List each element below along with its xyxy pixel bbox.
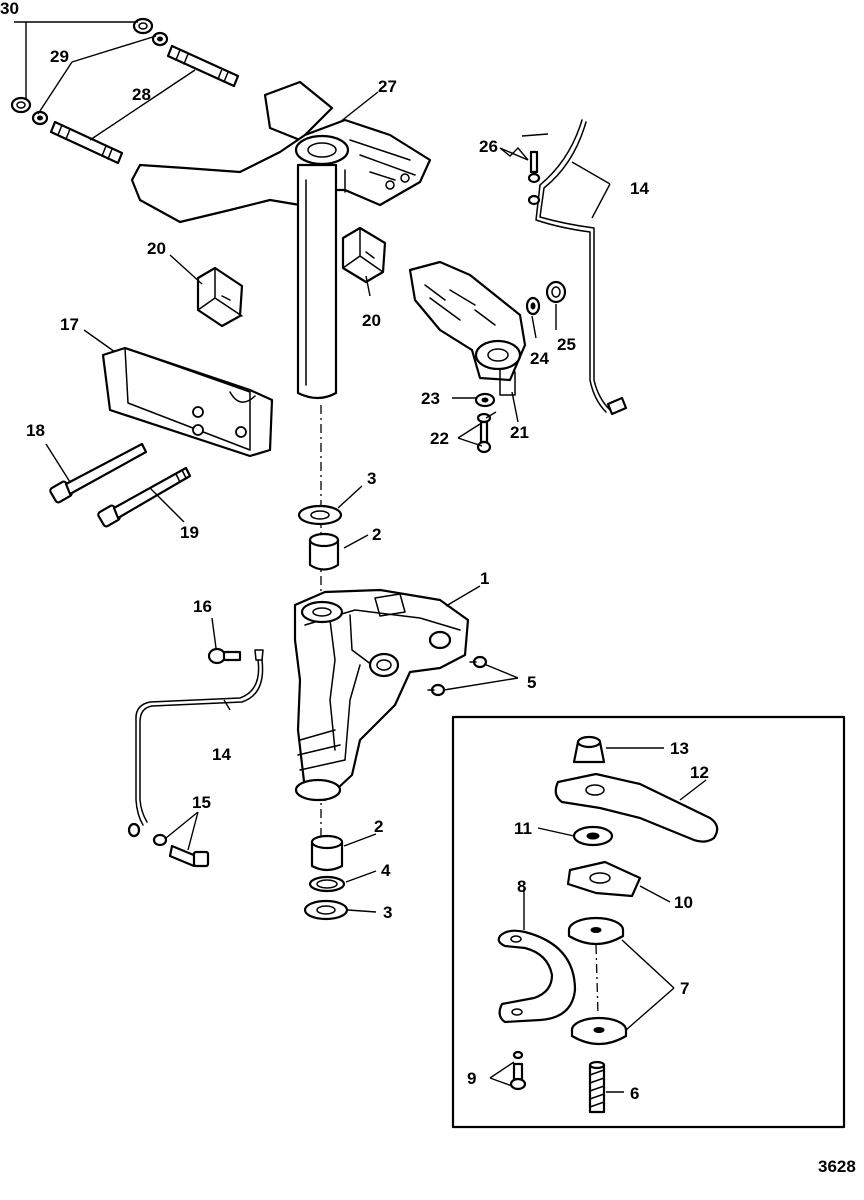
friction-pad-7-lower bbox=[570, 1016, 628, 1046]
callout-8: 8 bbox=[517, 877, 526, 896]
callout-10: 10 bbox=[674, 893, 693, 912]
friction-assembly-panel bbox=[451, 715, 846, 1129]
callout-17: 17 bbox=[60, 315, 79, 334]
screw-15 bbox=[127, 822, 210, 868]
pad-20-right bbox=[341, 226, 387, 284]
wave-washer-4 bbox=[308, 875, 346, 893]
friction-plate-10 bbox=[566, 860, 642, 898]
screw-5-lower bbox=[427, 683, 446, 697]
steering-tube bbox=[296, 163, 338, 400]
callout-5: 5 bbox=[527, 673, 536, 692]
callout-9: 9 bbox=[467, 1069, 476, 1088]
washer-11 bbox=[572, 825, 614, 847]
bolt-18 bbox=[49, 442, 148, 504]
callout-21: 21 bbox=[510, 423, 529, 442]
clamp-bracket-17 bbox=[101, 346, 274, 458]
callout-3-lower: 3 bbox=[383, 903, 392, 922]
callout-4: 4 bbox=[381, 861, 391, 880]
callout-25: 25 bbox=[557, 335, 576, 354]
callout-20-right: 20 bbox=[362, 311, 381, 330]
leader-lines bbox=[14, 21, 707, 1093]
screw-16 bbox=[207, 647, 242, 665]
callout-27: 27 bbox=[378, 77, 397, 96]
bushing-2-lower bbox=[310, 834, 344, 872]
nut-30-upper bbox=[132, 17, 154, 35]
ground-wire-14-right bbox=[535, 119, 628, 416]
callout-14-right: 14 bbox=[630, 179, 649, 198]
callout-19: 19 bbox=[180, 523, 199, 542]
washer-3-lower bbox=[303, 899, 349, 921]
screw-26 bbox=[527, 150, 541, 206]
clamp-8 bbox=[497, 929, 577, 1024]
callout-29: 29 bbox=[50, 47, 69, 66]
washer-29-lower bbox=[31, 110, 49, 126]
stud-28-lower bbox=[49, 120, 124, 165]
callout-22: 22 bbox=[430, 429, 449, 448]
washer-3-upper bbox=[297, 504, 343, 526]
callout-15: 15 bbox=[192, 793, 211, 812]
callout-24: 24 bbox=[530, 349, 549, 368]
callout-2-lower: 2 bbox=[374, 817, 383, 836]
bracket-21 bbox=[408, 260, 527, 396]
bushing-2-upper bbox=[308, 532, 340, 571]
nut-13 bbox=[572, 735, 606, 764]
callout-28: 28 bbox=[132, 85, 151, 104]
pad-axis bbox=[595, 944, 599, 1016]
callout-7: 7 bbox=[680, 979, 689, 998]
callout-3-upper: 3 bbox=[367, 469, 376, 488]
nut-30-lower bbox=[10, 96, 32, 114]
callout-30: 30 bbox=[0, 0, 19, 18]
callout-13: 13 bbox=[670, 739, 689, 758]
callout-11: 11 bbox=[514, 819, 532, 838]
ground-wire-14-left bbox=[135, 649, 264, 826]
washer-23 bbox=[474, 392, 496, 408]
washer-24 bbox=[525, 296, 541, 316]
screw-6 bbox=[588, 1060, 606, 1114]
screw-5-upper bbox=[469, 655, 488, 669]
callout-labels: 30 29 28 27 26 14 20 20 17 24 25 23 21 2… bbox=[0, 0, 709, 1103]
steering-arm-27 bbox=[130, 80, 432, 224]
figure-number: 3628 bbox=[818, 1157, 856, 1176]
callout-1: 1 bbox=[480, 569, 489, 588]
friction-lever-12 bbox=[554, 772, 719, 843]
callout-16: 16 bbox=[193, 597, 212, 616]
screw-22 bbox=[476, 412, 492, 454]
stud-28-upper bbox=[166, 44, 240, 88]
callout-2-upper: 2 bbox=[372, 525, 381, 544]
callout-12: 12 bbox=[690, 763, 709, 782]
callout-6: 6 bbox=[630, 1084, 639, 1103]
friction-pad-7-upper bbox=[567, 916, 625, 946]
callout-18: 18 bbox=[26, 421, 45, 440]
pad-20-left bbox=[196, 266, 244, 328]
nut-25 bbox=[545, 280, 567, 304]
bolt-19 bbox=[97, 466, 192, 528]
screw-9 bbox=[509, 1050, 527, 1091]
swivel-bracket-1 bbox=[293, 588, 470, 802]
washer-29-upper bbox=[151, 31, 169, 47]
callout-20-left: 20 bbox=[147, 239, 166, 258]
callout-26: 26 bbox=[479, 137, 498, 156]
callout-23: 23 bbox=[421, 389, 440, 408]
callout-14-left: 14 bbox=[212, 745, 231, 764]
